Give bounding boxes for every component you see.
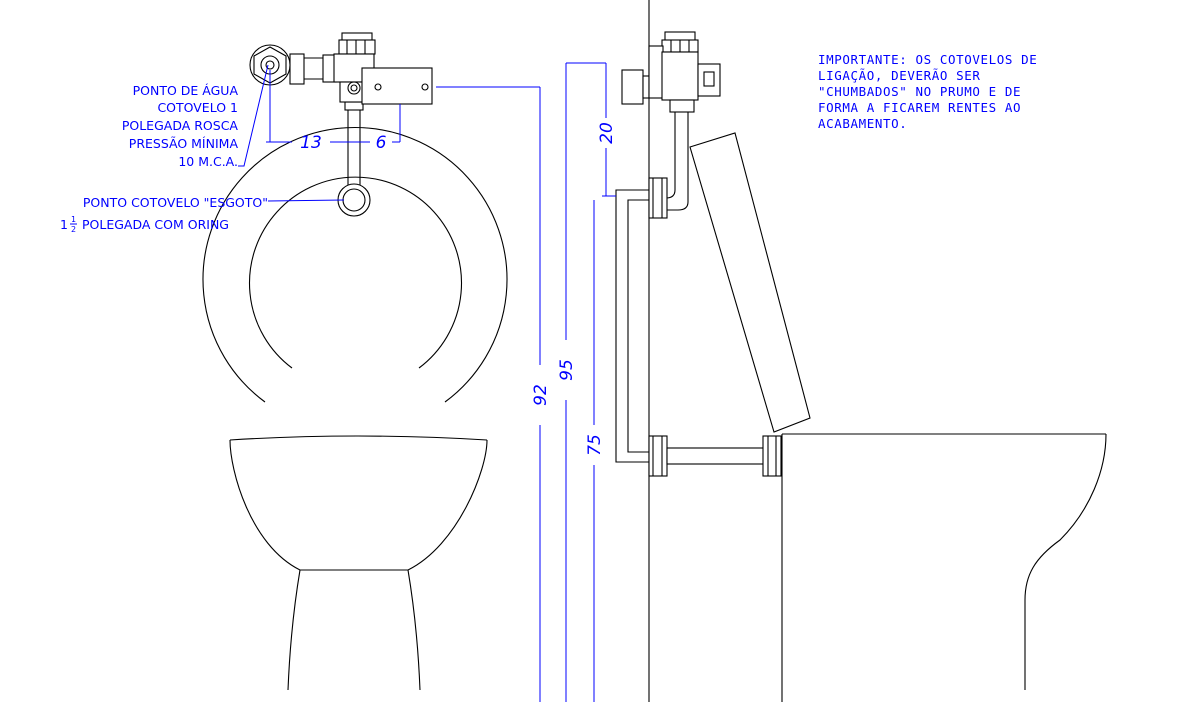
note-line-3: "CHUMBADOS" NO PRUMO E DE <box>818 84 1021 99</box>
side-supply-pipe <box>665 112 689 211</box>
dimension-13: 13 <box>300 133 322 153</box>
front-shroud-inner <box>249 176 462 369</box>
dimension-92: 92 <box>531 384 551 406</box>
side-dimension-lines <box>565 62 616 702</box>
sewer-point-frac-den: 2 <box>71 225 76 234</box>
front-riser-pipe <box>344 101 364 186</box>
front-dimension-lines <box>266 70 541 702</box>
side-urinal-bowl <box>781 433 1107 702</box>
water-point-leader-line <box>238 64 269 167</box>
side-lower-pipe <box>648 435 782 477</box>
dimension-95: 95 <box>557 359 577 381</box>
front-view <box>202 32 541 702</box>
note-line-1: IMPORTANTE: OS COTOVELOS DE <box>818 52 1037 67</box>
water-point-line-1: PONTO DE ÁGUA <box>133 83 239 98</box>
important-note: IMPORTANTE: OS COTOVELOS DE LIGAÇÃO, DEV… <box>818 52 1037 131</box>
sewer-point-line-2: POLEGADA COM ORING <box>82 217 229 232</box>
note-line-5: ACABAMENTO. <box>818 116 907 131</box>
front-flush-valve <box>333 32 433 105</box>
side-flush-valve <box>621 31 721 113</box>
dimension-6: 6 <box>376 133 387 153</box>
sewer-point-leader-line <box>267 199 345 202</box>
front-urinal-bowl <box>229 435 488 691</box>
sewer-point-line-1: PONTO COTOVELO "ESGOTO" <box>83 195 268 210</box>
sewer-point-size: 1 <box>60 217 68 232</box>
sewer-point-label: PONTO COTOVELO "ESGOTO" 1 1 2 POLEGADA C… <box>60 195 268 234</box>
water-point-line-2: COTOVELO 1 <box>157 100 238 115</box>
side-upper-elbow <box>648 177 668 219</box>
water-point-line-3: POLEGADA ROSCA <box>122 118 239 133</box>
front-water-elbow <box>249 44 338 86</box>
dimension-75: 75 <box>585 434 605 456</box>
sewer-point-frac-num: 1 <box>71 215 76 224</box>
front-shroud-outer <box>202 127 508 403</box>
side-urinal-cover <box>689 132 811 433</box>
side-in-wall-pipe <box>615 189 649 463</box>
water-point-line-4: PRESSÃO MÍNIMA <box>129 136 239 151</box>
side-view <box>565 0 1107 702</box>
note-line-4: FORMA A FICAREM RENTES AO <box>818 100 1021 115</box>
dimension-20: 20 <box>597 122 617 144</box>
note-line-2: LIGAÇÃO, DEVERÃO SER <box>818 68 981 83</box>
water-point-line-5: 10 M.C.A. <box>178 154 238 169</box>
water-point-label: PONTO DE ÁGUA COTOVELO 1 POLEGADA ROSCA … <box>122 83 239 169</box>
